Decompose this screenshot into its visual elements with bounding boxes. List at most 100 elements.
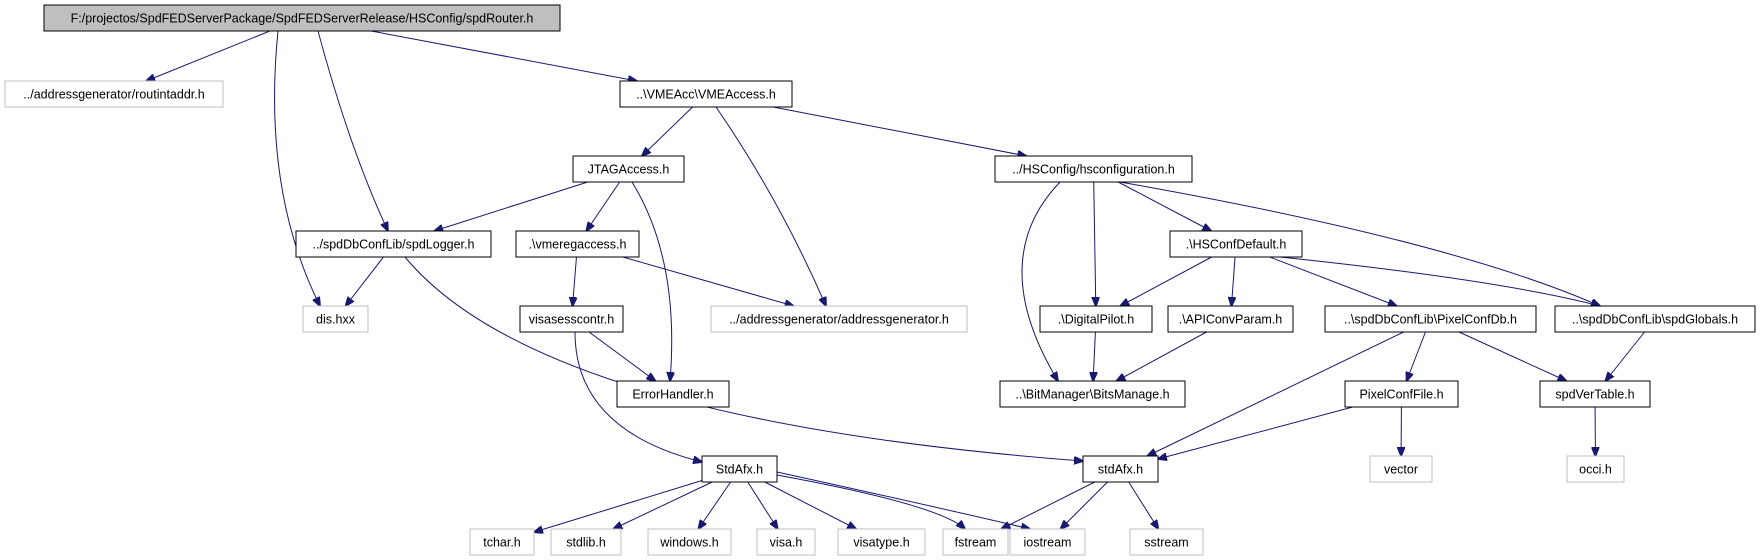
edge-hsconfiguration-to-digitalpilot bbox=[1094, 181, 1096, 306]
node-vector[interactable]: vector bbox=[1369, 455, 1433, 483]
node-addressgenerator[interactable]: ../addressgenerator/addressgenerator.h bbox=[710, 305, 968, 333]
edge-vmeaccess-to-addressgenerator bbox=[715, 106, 826, 306]
node-box bbox=[43, 4, 561, 32]
node-routintaddr[interactable]: ../addressgenerator/routintaddr.h bbox=[4, 80, 224, 108]
edge-pixelconfdb-to-pixelconffile bbox=[1407, 331, 1426, 381]
node-label: ErrorHandler.h bbox=[632, 387, 713, 401]
edge-visasesscontr-to-errorhandler bbox=[588, 331, 655, 381]
node-hsconfiguration[interactable]: ../HSConfig/hsconfiguration.h bbox=[994, 155, 1193, 183]
node-spdvertable[interactable]: spdVerTable.h bbox=[1539, 380, 1651, 408]
edge-stdafx-low-to-sstream bbox=[1128, 481, 1159, 529]
node-label: occi.h bbox=[1579, 462, 1612, 476]
node-label: ../spdDbConfLib/spdLogger.h bbox=[313, 237, 475, 251]
edge-jtagaccess-to-vmeregaccess bbox=[586, 181, 621, 231]
node-label: visatype.h bbox=[853, 535, 909, 549]
node-apiconvparam[interactable]: .\APIConvParam.h bbox=[1167, 305, 1294, 333]
node-box bbox=[701, 455, 778, 483]
edge-root-to-spdlogger bbox=[317, 30, 388, 231]
node-vmeregaccess[interactable]: .\vmeregaccess.h bbox=[515, 230, 640, 258]
node-spdglobals[interactable]: ..\spdDbConfLib\spdGlobals.h bbox=[1554, 305, 1756, 333]
node-label: ../addressgenerator/routintaddr.h bbox=[23, 87, 204, 101]
node-sstream[interactable]: sstream bbox=[1129, 528, 1204, 556]
edge-apiconvparam-to-bitsmanage bbox=[1116, 331, 1207, 381]
edge-jtagaccess-to-errorhandler bbox=[631, 181, 672, 381]
node-windowsh[interactable]: windows.h bbox=[647, 528, 732, 556]
node-box bbox=[1324, 305, 1537, 333]
edge-digitalpilot-to-bitsmanage bbox=[1093, 331, 1095, 381]
node-box bbox=[1129, 528, 1204, 556]
edge-spdlogger-to-stdafx-low bbox=[404, 256, 1083, 461]
node-label: visa.h bbox=[770, 535, 803, 549]
node-box bbox=[994, 155, 1193, 183]
node-label: stdAfx.h bbox=[1098, 462, 1143, 476]
node-label: ../HSConfig/hsconfiguration.h bbox=[1012, 162, 1175, 176]
node-label: visasesscontr.h bbox=[529, 312, 615, 326]
node-occih[interactable]: occi.h bbox=[1566, 455, 1625, 483]
edge-vmeaccess-to-jtagaccess bbox=[642, 106, 693, 156]
node-box bbox=[1039, 305, 1153, 333]
edge-stdafx-cap-to-fstream bbox=[776, 474, 965, 529]
node-box bbox=[942, 528, 1009, 556]
node-fstream[interactable]: fstream bbox=[942, 528, 1009, 556]
edge-spdglobals-to-spdvertable bbox=[1605, 331, 1645, 381]
node-box bbox=[756, 528, 816, 556]
node-pixelconfdb[interactable]: ..\spdDbConfLib\PixelConfDb.h bbox=[1324, 305, 1537, 333]
node-label: spdVerTable.h bbox=[1555, 387, 1634, 401]
node-label: JTAGAccess.h bbox=[588, 162, 670, 176]
node-tcharh[interactable]: tchar.h bbox=[469, 528, 535, 556]
node-box bbox=[1167, 305, 1294, 333]
node-vmeaccess[interactable]: ..\VMEAcc\VMEAccess.h bbox=[619, 80, 793, 108]
node-label: ..\spdDbConfLib\spdGlobals.h bbox=[1572, 312, 1738, 326]
node-visasesscontr[interactable]: visasesscontr.h bbox=[519, 305, 624, 333]
edge-stdafx-cap-to-stdlibh bbox=[613, 481, 713, 529]
node-stdlibh[interactable]: stdlib.h bbox=[550, 528, 622, 556]
node-label: windows.h bbox=[659, 535, 718, 549]
edge-root-to-routintaddr bbox=[146, 30, 271, 81]
node-box bbox=[550, 528, 622, 556]
edge-hsconfdefault-to-pixelconfdb bbox=[1269, 256, 1397, 306]
edge-hsconfiguration-to-hsconfdefault bbox=[1117, 181, 1211, 231]
node-root[interactable]: F:/projectos/SpdFEDServerPackage/SpdFEDS… bbox=[43, 4, 561, 32]
node-box bbox=[1344, 380, 1459, 408]
node-dishxx[interactable]: dis.hxx bbox=[302, 305, 369, 333]
edge-stdafx-cap-to-visah bbox=[747, 481, 778, 529]
node-box bbox=[1369, 455, 1433, 483]
node-visatypeh[interactable]: visatype.h bbox=[837, 528, 926, 556]
edge-spdlogger-to-dishxx bbox=[346, 256, 384, 306]
edge-hsconfiguration-to-spdglobals bbox=[1119, 181, 1600, 306]
node-box bbox=[1566, 455, 1625, 483]
edge-pixelconfdb-to-stdafx-low bbox=[1147, 331, 1404, 456]
node-hsconfdefault[interactable]: .\HSConfDefault.h bbox=[1169, 230, 1303, 258]
edge-vmeregaccess-to-addressgenerator bbox=[622, 256, 794, 306]
edge-jtagaccess-to-spdlogger bbox=[434, 181, 588, 231]
node-box bbox=[1009, 528, 1086, 556]
node-stdafx-cap[interactable]: StdAfx.h bbox=[701, 455, 778, 483]
node-box bbox=[837, 528, 926, 556]
node-bitsmanage[interactable]: ..\BitManager\BitsManage.h bbox=[999, 380, 1186, 408]
node-iostream[interactable]: iostream bbox=[1009, 528, 1086, 556]
edge-stdafx-low-to-iostream bbox=[1061, 481, 1108, 529]
node-jtagaccess[interactable]: JTAGAccess.h bbox=[572, 155, 685, 183]
edge-vmeregaccess-to-visasesscontr bbox=[573, 256, 577, 306]
node-label: .\DigitalPilot.h bbox=[1058, 312, 1134, 326]
edge-root-to-vmeaccess bbox=[371, 30, 637, 81]
node-box bbox=[515, 230, 640, 258]
node-label: StdAfx.h bbox=[716, 462, 763, 476]
node-label: tchar.h bbox=[483, 535, 521, 549]
node-stdafx-low[interactable]: stdAfx.h bbox=[1082, 455, 1159, 483]
edge-stdafx-cap-to-iostream bbox=[776, 471, 1030, 529]
node-label: iostream bbox=[1024, 535, 1072, 549]
node-digitalpilot[interactable]: .\DigitalPilot.h bbox=[1039, 305, 1153, 333]
node-visah[interactable]: visa.h bbox=[756, 528, 816, 556]
node-spdlogger[interactable]: ../spdDbConfLib/spdLogger.h bbox=[295, 230, 492, 258]
edge-stdafx-low-to-fstream bbox=[1001, 481, 1095, 529]
node-box bbox=[469, 528, 535, 556]
nodes-layer: F:/projectos/SpdFEDServerPackage/SpdFEDS… bbox=[4, 4, 1756, 556]
node-pixelconffile[interactable]: PixelConfFile.h bbox=[1344, 380, 1459, 408]
node-box bbox=[1169, 230, 1303, 258]
node-box bbox=[1082, 455, 1159, 483]
node-label: fstream bbox=[955, 535, 997, 549]
node-errorhandler[interactable]: ErrorHandler.h bbox=[616, 380, 730, 408]
node-box bbox=[1554, 305, 1756, 333]
edge-visasesscontr-to-stdafx-cap bbox=[574, 331, 702, 462]
